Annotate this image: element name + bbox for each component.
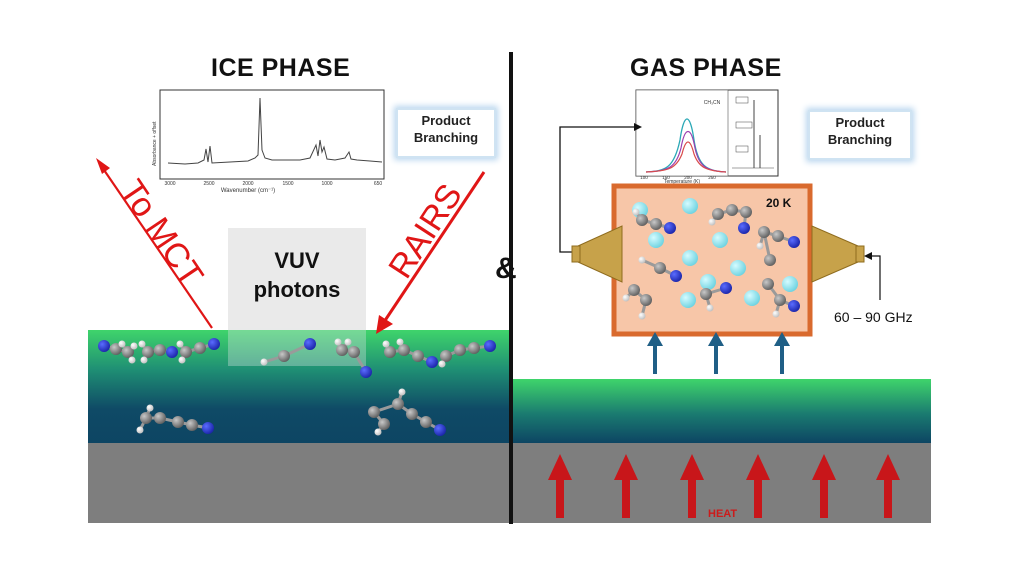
gas-particle <box>648 232 664 248</box>
product-branching-box-gas: Product Branching <box>808 110 912 160</box>
molecule <box>176 338 220 364</box>
rairs-arrow <box>376 171 486 334</box>
ampersand: & <box>495 252 517 285</box>
ice-phase-title: ICE PHASE <box>211 54 351 82</box>
vuv-line2: photons <box>253 277 341 302</box>
gas-particle <box>744 290 760 306</box>
vuv-photons-label: VUV photons <box>228 228 366 330</box>
molecules <box>98 204 800 436</box>
substrate-right <box>513 443 931 523</box>
gas-spectrum-inset-label: CH₃CN <box>704 100 721 106</box>
gas-particle <box>680 292 696 308</box>
desorption-arrow <box>647 332 663 374</box>
molecule <box>368 388 446 436</box>
molecule <box>762 278 800 318</box>
ice-layer-right <box>513 379 931 443</box>
molecule <box>382 338 438 368</box>
ir-tick-2: 2500 <box>203 181 214 187</box>
gas-spectrum-inset: CH₃CN Temperature (K) 100 150 200 250 <box>635 89 779 185</box>
ir-spectrum-ylabel: Absorbance + offset <box>152 121 158 166</box>
heat-arrow <box>614 454 638 518</box>
molecule <box>260 338 316 366</box>
frequency-label: 60 – 90 GHz <box>834 309 913 325</box>
horn-antenna-left <box>571 225 623 283</box>
gas-particle <box>682 198 698 214</box>
heat-arrow <box>746 454 770 518</box>
gas-phase-title: GAS PHASE <box>630 54 782 82</box>
molecule <box>136 404 214 434</box>
gas-particle <box>712 232 728 248</box>
molecule <box>438 340 496 368</box>
product-branching-line2-gas: Branching <box>827 132 893 147</box>
gas-panel <box>513 379 931 523</box>
ir-spectrum-trace <box>167 97 383 165</box>
gas-particle <box>730 260 746 276</box>
gas-spectrum-xlabel: Temperature (K) <box>664 179 700 185</box>
gas-particle <box>782 276 798 292</box>
temperature-label: 20 K <box>766 196 792 210</box>
ir-tick-4: 1500 <box>282 181 293 187</box>
gas-tick-4: 250 <box>708 175 716 180</box>
heat-label: HEAT <box>708 508 738 520</box>
heat-arrow <box>548 454 572 518</box>
molecule <box>756 226 800 266</box>
product-branching-line1: Product <box>421 113 471 128</box>
molecule <box>138 340 178 364</box>
ir-spectrum-xlabel: Wavenumber (cm⁻¹) <box>221 188 275 194</box>
to-mct-arrow <box>96 158 213 329</box>
molecule <box>708 204 752 234</box>
molecule <box>98 340 138 364</box>
product-branching-line2: Branching <box>413 130 479 145</box>
ir-tick-3: 2000 <box>242 181 253 187</box>
product-branching-line1-gas: Product <box>835 115 885 130</box>
ir-spectrum-inset: Absorbance + offset Wavenumber (cm⁻¹) 30… <box>152 89 385 194</box>
ir-tick-6: 650 <box>374 181 383 187</box>
desorption-arrows <box>647 332 790 374</box>
molecule <box>622 284 652 320</box>
gas-particle <box>682 250 698 266</box>
heat-arrow <box>680 454 704 518</box>
desorption-arrow <box>708 332 724 374</box>
gas-peak-2 <box>645 130 727 173</box>
heat-arrow <box>876 454 900 518</box>
gas-tick-3: 200 <box>684 175 692 180</box>
heat-arrows <box>548 454 900 518</box>
gas-tick-2: 150 <box>662 175 670 180</box>
desorption-arrow <box>774 332 790 374</box>
molecule <box>638 256 682 282</box>
molecule <box>632 208 676 234</box>
heat-arrow <box>812 454 836 518</box>
substrate-left <box>88 443 510 523</box>
gas-tick-1: 100 <box>640 175 648 180</box>
gas-particles <box>632 198 798 308</box>
frequency-leader <box>864 252 881 300</box>
molecule <box>700 282 732 312</box>
vuv-line1: VUV <box>274 248 320 273</box>
product-branching-box-ice: Product Branching <box>396 108 496 158</box>
ir-tick-1: 3000 <box>164 181 175 187</box>
feedback-line <box>559 123 642 253</box>
gas-peak-3 <box>645 141 727 173</box>
gas-particle <box>700 274 716 290</box>
molecule <box>334 338 372 378</box>
ir-tick-5: 1000 <box>321 181 332 187</box>
horn-antenna-right <box>811 225 865 283</box>
